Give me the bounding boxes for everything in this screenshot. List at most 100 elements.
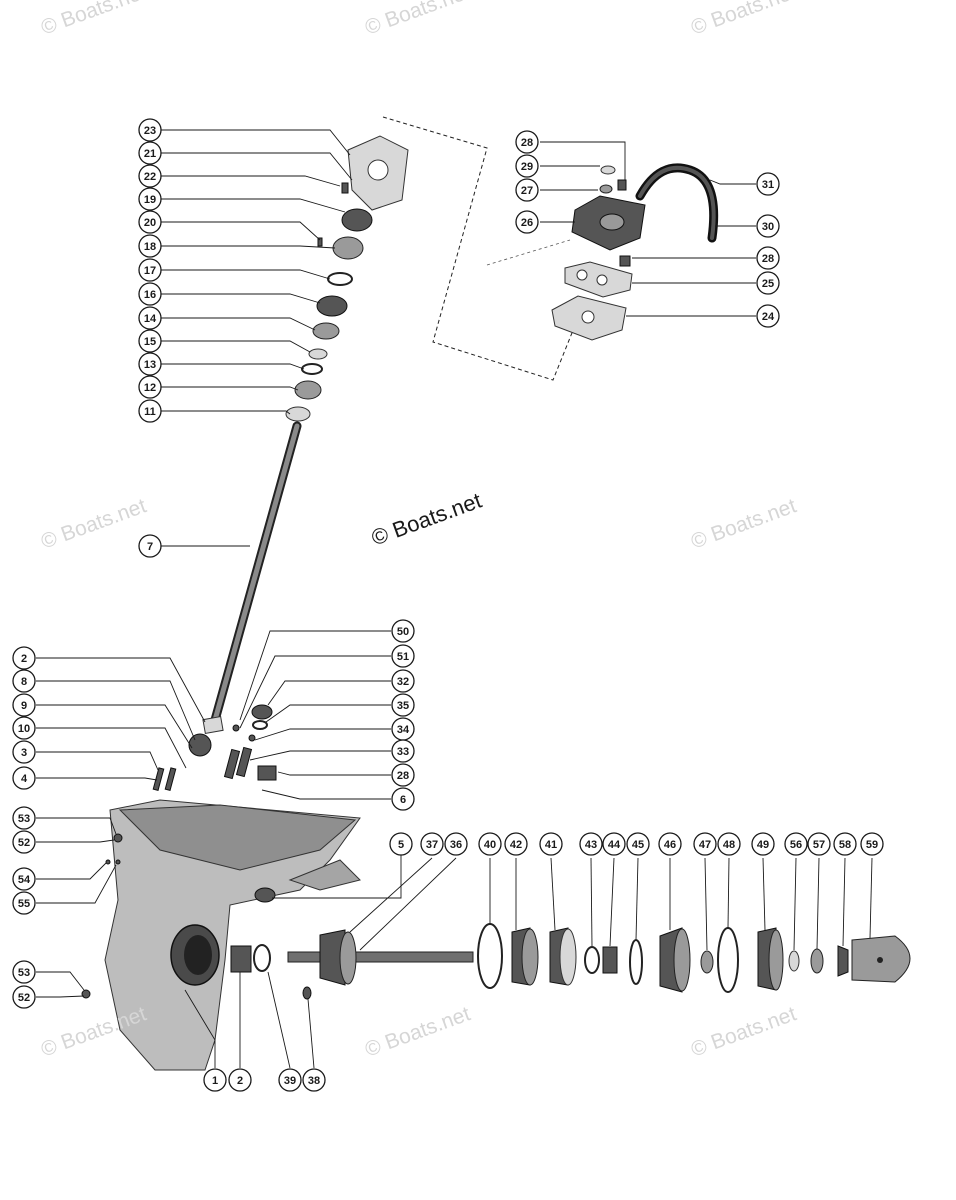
callout-53a: 53 bbox=[12, 806, 36, 830]
callout-43: 43 bbox=[579, 832, 603, 856]
callout-label: 49 bbox=[757, 839, 769, 851]
callout-circle bbox=[756, 214, 780, 238]
callout-circle bbox=[504, 832, 528, 856]
callout-label: 33 bbox=[397, 746, 409, 758]
callout-18: 18 bbox=[138, 234, 162, 258]
callout-group: 2321221920181716141513121172829272631302… bbox=[12, 118, 884, 1092]
callout-17: 17 bbox=[138, 258, 162, 282]
callout-5: 5 bbox=[389, 832, 413, 856]
callout-19: 19 bbox=[138, 187, 162, 211]
callout-circle bbox=[756, 304, 780, 328]
callout-circle bbox=[138, 329, 162, 353]
callout-label: 26 bbox=[521, 217, 533, 229]
callout-label: 48 bbox=[723, 839, 735, 851]
callout-circle bbox=[138, 164, 162, 188]
anti-ventilation-plate bbox=[288, 859, 361, 891]
callout-label: 53 bbox=[18, 813, 30, 825]
sleeve bbox=[619, 255, 631, 267]
callout-21: 21 bbox=[138, 141, 162, 165]
callout-14: 14 bbox=[138, 306, 162, 330]
callout-circle bbox=[12, 806, 36, 830]
callout-label: 24 bbox=[762, 311, 775, 323]
callout-circle bbox=[12, 669, 36, 693]
callout-label: 21 bbox=[144, 148, 156, 160]
callout-label: 47 bbox=[699, 839, 711, 851]
callout-56: 56 bbox=[784, 832, 808, 856]
callout-label: 57 bbox=[813, 839, 825, 851]
callout-circle bbox=[302, 1068, 326, 1092]
callout-label: 28 bbox=[762, 253, 774, 265]
callout-label: 12 bbox=[144, 382, 156, 394]
bearing bbox=[294, 380, 322, 400]
seal-ring bbox=[253, 944, 271, 972]
callout-circle bbox=[12, 830, 36, 854]
callout-label: 46 bbox=[664, 839, 676, 851]
grommet bbox=[599, 184, 613, 194]
callout-circle bbox=[391, 739, 415, 763]
callout-circle bbox=[138, 187, 162, 211]
callout-label: 3 bbox=[21, 747, 27, 759]
callout-circle bbox=[756, 271, 780, 295]
callout-circle bbox=[138, 234, 162, 258]
callout-4: 4 bbox=[12, 766, 36, 790]
callout-label: 14 bbox=[144, 313, 157, 325]
callout-circle bbox=[138, 306, 162, 330]
callout-28b: 28 bbox=[756, 246, 780, 270]
callout-label: 34 bbox=[397, 724, 410, 736]
washer bbox=[312, 322, 340, 340]
callout-label: 36 bbox=[450, 839, 462, 851]
callout-9: 9 bbox=[12, 693, 36, 717]
seal-ring bbox=[327, 272, 353, 286]
callout-label: 23 bbox=[144, 125, 156, 137]
callout-circle bbox=[391, 644, 415, 668]
callout-circle bbox=[138, 534, 162, 558]
callout-label: 2 bbox=[237, 1075, 243, 1087]
callout-12: 12 bbox=[138, 375, 162, 399]
bearing bbox=[341, 208, 373, 232]
ring bbox=[584, 946, 600, 974]
callout-label: 10 bbox=[18, 723, 30, 735]
bearing-race bbox=[316, 295, 348, 317]
callout-circle bbox=[138, 118, 162, 142]
callout-label: 6 bbox=[400, 794, 406, 806]
callout-circle bbox=[12, 891, 36, 915]
sleeve bbox=[617, 179, 627, 191]
callout-40: 40 bbox=[478, 832, 502, 856]
callout-label: 11 bbox=[144, 406, 156, 418]
callout-20: 20 bbox=[138, 210, 162, 234]
callout-circle bbox=[693, 832, 717, 856]
forward-gear bbox=[319, 929, 346, 986]
callout-circle bbox=[138, 210, 162, 234]
callout-53b: 53 bbox=[12, 960, 36, 984]
callout-28a: 28 bbox=[515, 130, 539, 154]
washer bbox=[788, 950, 800, 972]
callout-label: 20 bbox=[144, 217, 156, 229]
callout-circle bbox=[391, 619, 415, 643]
roller-bearing bbox=[230, 945, 252, 973]
callout-label: 44 bbox=[608, 839, 621, 851]
callout-label: 8 bbox=[21, 676, 27, 688]
callout-55: 55 bbox=[12, 891, 36, 915]
callout-circle bbox=[12, 960, 36, 984]
callout-label: 38 bbox=[308, 1075, 320, 1087]
callout-label: 25 bbox=[762, 278, 774, 290]
callout-41: 41 bbox=[539, 832, 563, 856]
callout-label: 59 bbox=[866, 839, 878, 851]
washer bbox=[700, 950, 714, 974]
callout-circle bbox=[138, 375, 162, 399]
callout-label: 51 bbox=[397, 651, 409, 663]
callout-circle bbox=[515, 130, 539, 154]
roller bbox=[223, 748, 241, 780]
callout-circle bbox=[12, 740, 36, 764]
sleeve bbox=[602, 946, 618, 974]
callout-circle bbox=[228, 1068, 252, 1092]
callout-circle bbox=[420, 832, 444, 856]
callout-37: 37 bbox=[420, 832, 444, 856]
callout-label: 29 bbox=[521, 161, 533, 173]
callout-label: 9 bbox=[21, 700, 27, 712]
callout-circle bbox=[203, 1068, 227, 1092]
callout-circle bbox=[751, 832, 775, 856]
leader-lines bbox=[36, 129, 873, 1069]
callout-circle bbox=[391, 763, 415, 787]
callout-label: 40 bbox=[484, 839, 496, 851]
